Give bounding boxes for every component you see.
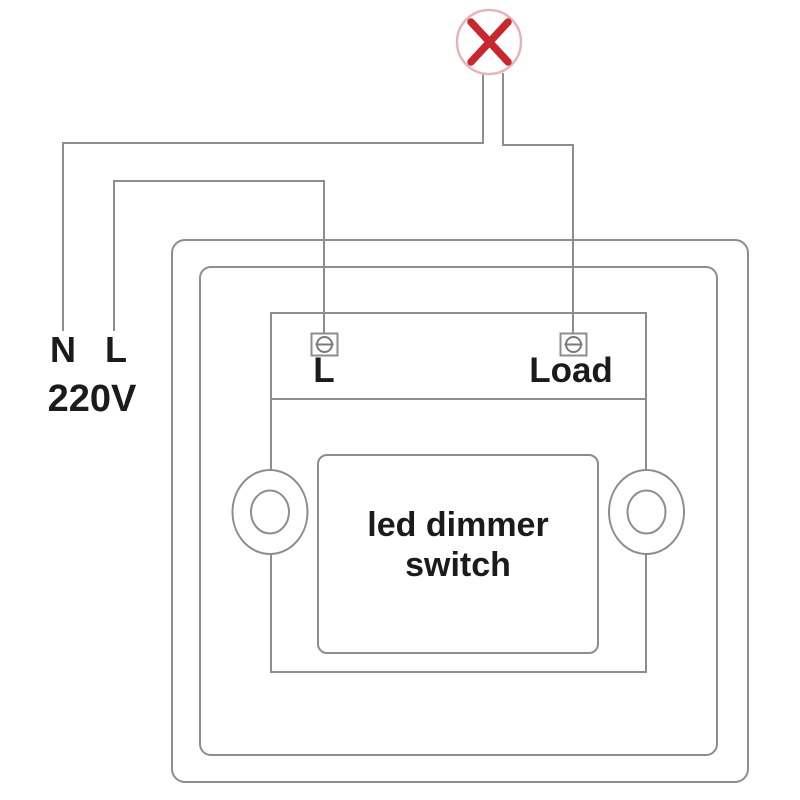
crossed-lamp-icon xyxy=(455,8,523,76)
device-name-line1: led dimmer xyxy=(367,506,549,544)
terminal-live-label: L xyxy=(313,351,335,390)
mounting-screw-hole-icon xyxy=(608,469,685,555)
terminal-load-label: Load xyxy=(529,351,613,390)
wall-plate-inner xyxy=(199,266,718,756)
screw-terminal-icon xyxy=(559,332,588,357)
terminal-strip-divider xyxy=(271,398,646,400)
live-supply-wire xyxy=(113,180,325,333)
load-wire xyxy=(502,73,574,333)
voltage-label: 220V xyxy=(47,378,137,420)
screw-terminal-icon xyxy=(310,332,339,357)
live-label: L xyxy=(105,329,127,370)
neutral-wire xyxy=(62,73,484,331)
neutral-label: N xyxy=(50,329,76,370)
wall-plate-outer xyxy=(171,239,749,783)
device-name-line2: switch xyxy=(405,546,511,584)
mounting-screw-hole-icon xyxy=(231,469,309,555)
device-label-box: led dimmer switch xyxy=(317,454,599,654)
